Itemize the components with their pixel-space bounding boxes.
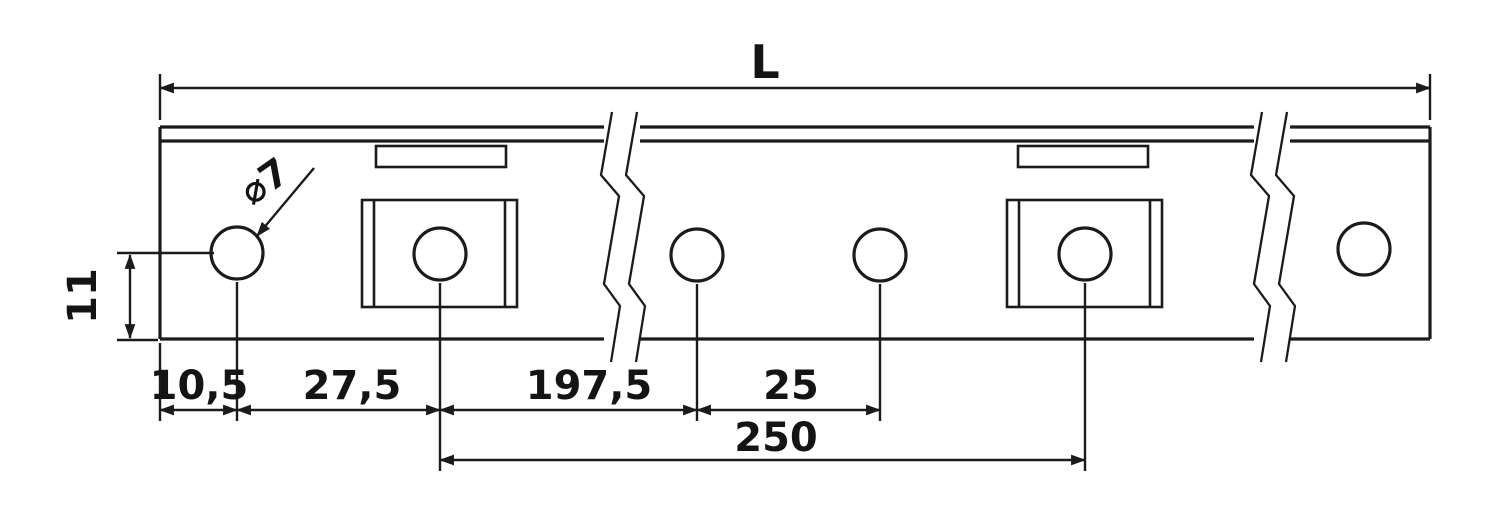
dim-197-5-label: 197,5: [526, 363, 653, 409]
hole-4: [852, 227, 908, 283]
hole-6: [1336, 221, 1392, 277]
rail-profile: [158, 125, 1432, 341]
dimensions: L ⌀7 11 10,5 27,5 197,5 25: [60, 35, 1432, 471]
dim-11-label: 11: [60, 268, 106, 324]
dim-25-label: 25: [763, 363, 819, 409]
hole-3: [669, 227, 725, 283]
hole-diameter-label: ⌀7: [232, 149, 298, 213]
hole-2: [412, 226, 468, 282]
hole-1: [209, 225, 265, 281]
top-notch-left: [374, 144, 508, 169]
dim-10-5-label: 10,5: [150, 363, 249, 409]
dim-L-label: L: [750, 35, 779, 89]
hole-5: [1057, 226, 1113, 282]
break-left-gap: [604, 118, 640, 352]
dim-250-label: 250: [734, 415, 818, 461]
break-right-gap: [1254, 118, 1290, 352]
top-notch-right: [1016, 144, 1150, 169]
break-left-line-2: [624, 111, 647, 363]
dim-27-5-label: 27,5: [303, 363, 402, 409]
break-left-line-1: [599, 111, 622, 363]
hole-diameter-leader: [256, 167, 315, 237]
break-right-line-2: [1274, 111, 1297, 363]
break-right-line-1: [1249, 111, 1272, 363]
